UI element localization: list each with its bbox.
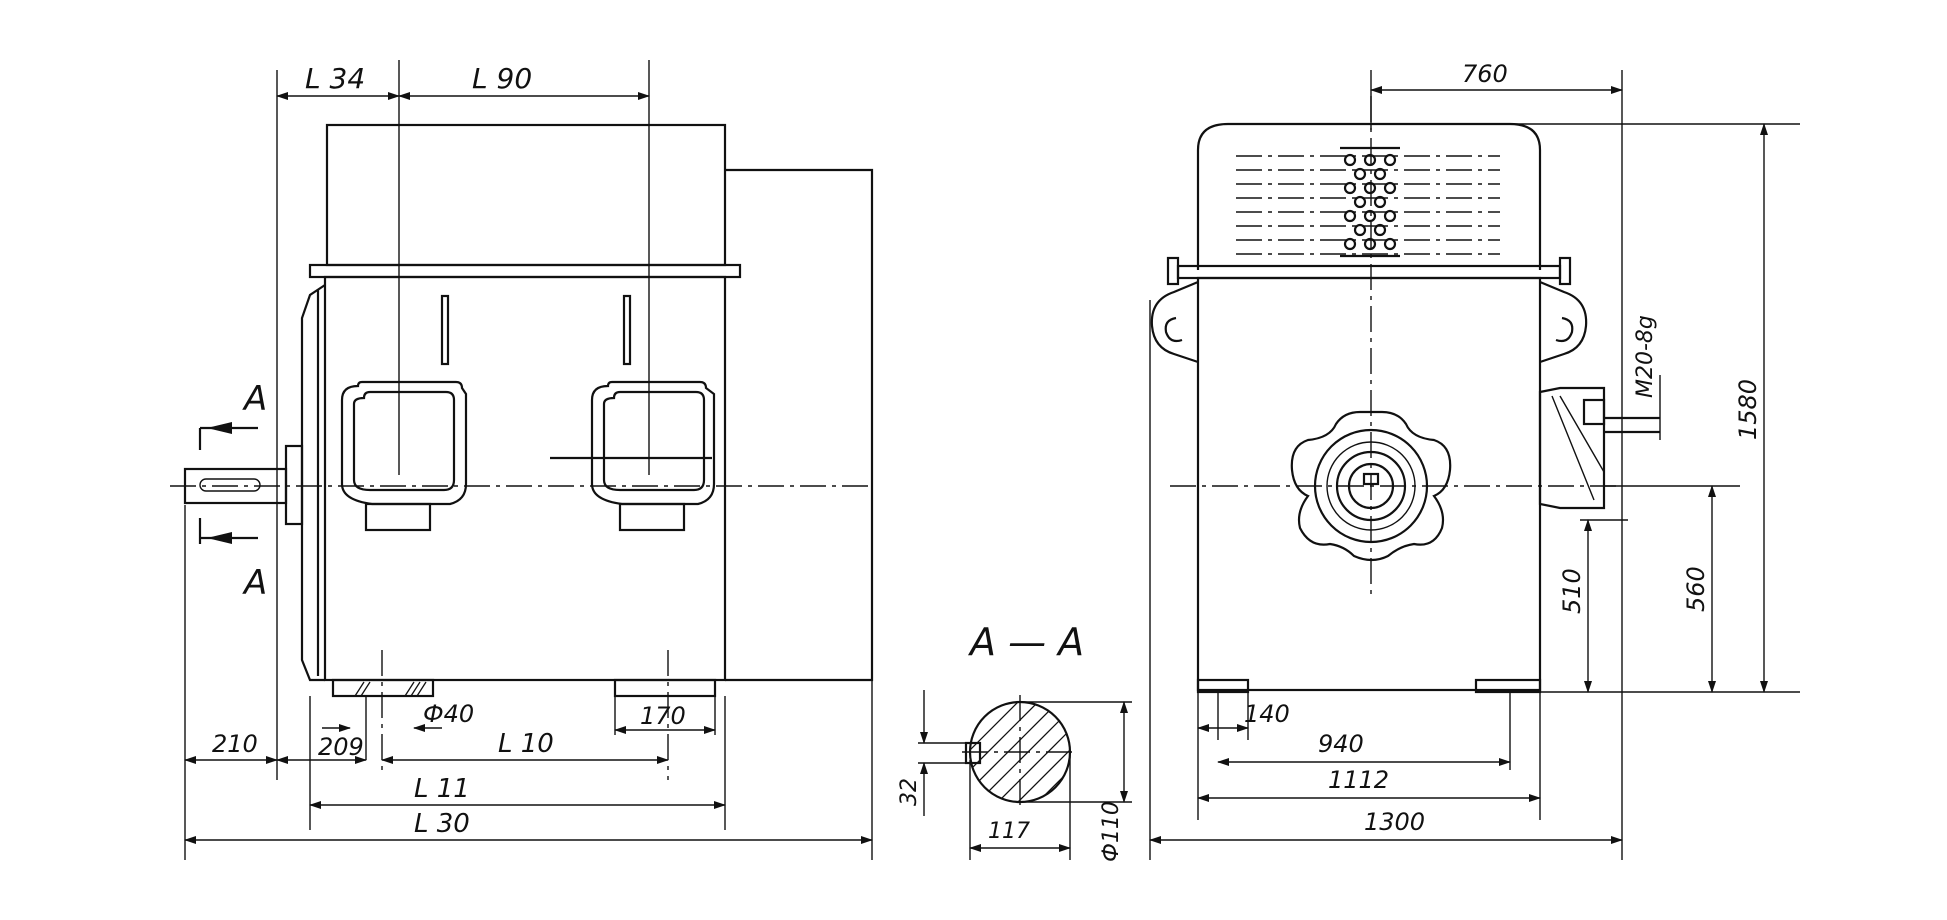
lifting-lug-left bbox=[1150, 280, 1199, 364]
side-view: A A L 34 L 90 210 209 Ф40 170 bbox=[170, 60, 874, 860]
top-cooler-box bbox=[325, 123, 727, 267]
dim-210: 210 bbox=[212, 730, 258, 758]
front-view: M20-8g 760 1580 560 bbox=[1149, 60, 1800, 860]
dim-l34: L 34 bbox=[305, 62, 365, 95]
section-marker-top: A bbox=[198, 379, 267, 450]
keyway bbox=[964, 741, 982, 765]
dim-940: 940 bbox=[1318, 730, 1364, 758]
terminal-grid bbox=[1340, 146, 1400, 258]
dim-32: 32 bbox=[897, 778, 922, 806]
slot-right bbox=[622, 294, 632, 366]
main-body bbox=[323, 275, 727, 682]
front-flange bbox=[1176, 264, 1562, 280]
window-left bbox=[340, 380, 468, 532]
dim-dia110: Ф110 bbox=[1099, 801, 1124, 862]
dim-1112: 1112 bbox=[1328, 766, 1389, 794]
shaft-key bbox=[199, 478, 261, 492]
dim-dia40: Ф40 bbox=[423, 700, 474, 728]
slot-left bbox=[440, 294, 450, 366]
front-foot-left bbox=[1196, 678, 1250, 694]
lifting-lug-right-hook bbox=[1555, 316, 1574, 343]
rear-box bbox=[725, 168, 874, 682]
bearing-hub bbox=[284, 444, 304, 526]
section-title: A — A bbox=[967, 620, 1084, 664]
side-terminal-box bbox=[1538, 386, 1606, 510]
lifting-lug-right bbox=[1539, 280, 1588, 364]
top-flange bbox=[308, 263, 742, 279]
section-label-top: A bbox=[242, 379, 267, 419]
dim-560: 560 bbox=[1682, 566, 1710, 612]
dim-l10: L 10 bbox=[498, 729, 554, 759]
section-view: A — A 32 117 Ф110 bbox=[897, 620, 1132, 862]
dim-117: 117 bbox=[988, 819, 1030, 844]
dim-510: 510 bbox=[1558, 568, 1586, 614]
section-label-bottom: A bbox=[242, 563, 267, 603]
lifting-lug-left-hook bbox=[1164, 316, 1183, 343]
section-marker-bottom: A bbox=[198, 518, 267, 603]
dim-170: 170 bbox=[640, 702, 686, 730]
dim-760: 760 bbox=[1462, 60, 1508, 88]
end-shield bbox=[300, 284, 326, 682]
window-right bbox=[550, 380, 716, 532]
dim-l11: L 11 bbox=[414, 774, 470, 804]
terminal-box-gland bbox=[1582, 398, 1606, 426]
end-shield-star bbox=[1290, 410, 1452, 562]
dim-thread: M20-8g bbox=[1633, 315, 1658, 398]
dim-l30: L 30 bbox=[414, 809, 470, 839]
dim-1580: 1580 bbox=[1734, 379, 1762, 440]
dim-l90: L 90 bbox=[472, 62, 532, 95]
flange-bolt-right bbox=[1558, 256, 1572, 286]
front-foot-right bbox=[1474, 678, 1542, 694]
side-terminal-box-detail bbox=[1551, 395, 1605, 501]
flange-bolt-left bbox=[1166, 256, 1180, 286]
dim-140: 140 bbox=[1244, 700, 1290, 728]
top-hood bbox=[1196, 122, 1542, 270]
dim-1300: 1300 bbox=[1364, 808, 1425, 836]
dim-209: 209 bbox=[318, 733, 364, 761]
